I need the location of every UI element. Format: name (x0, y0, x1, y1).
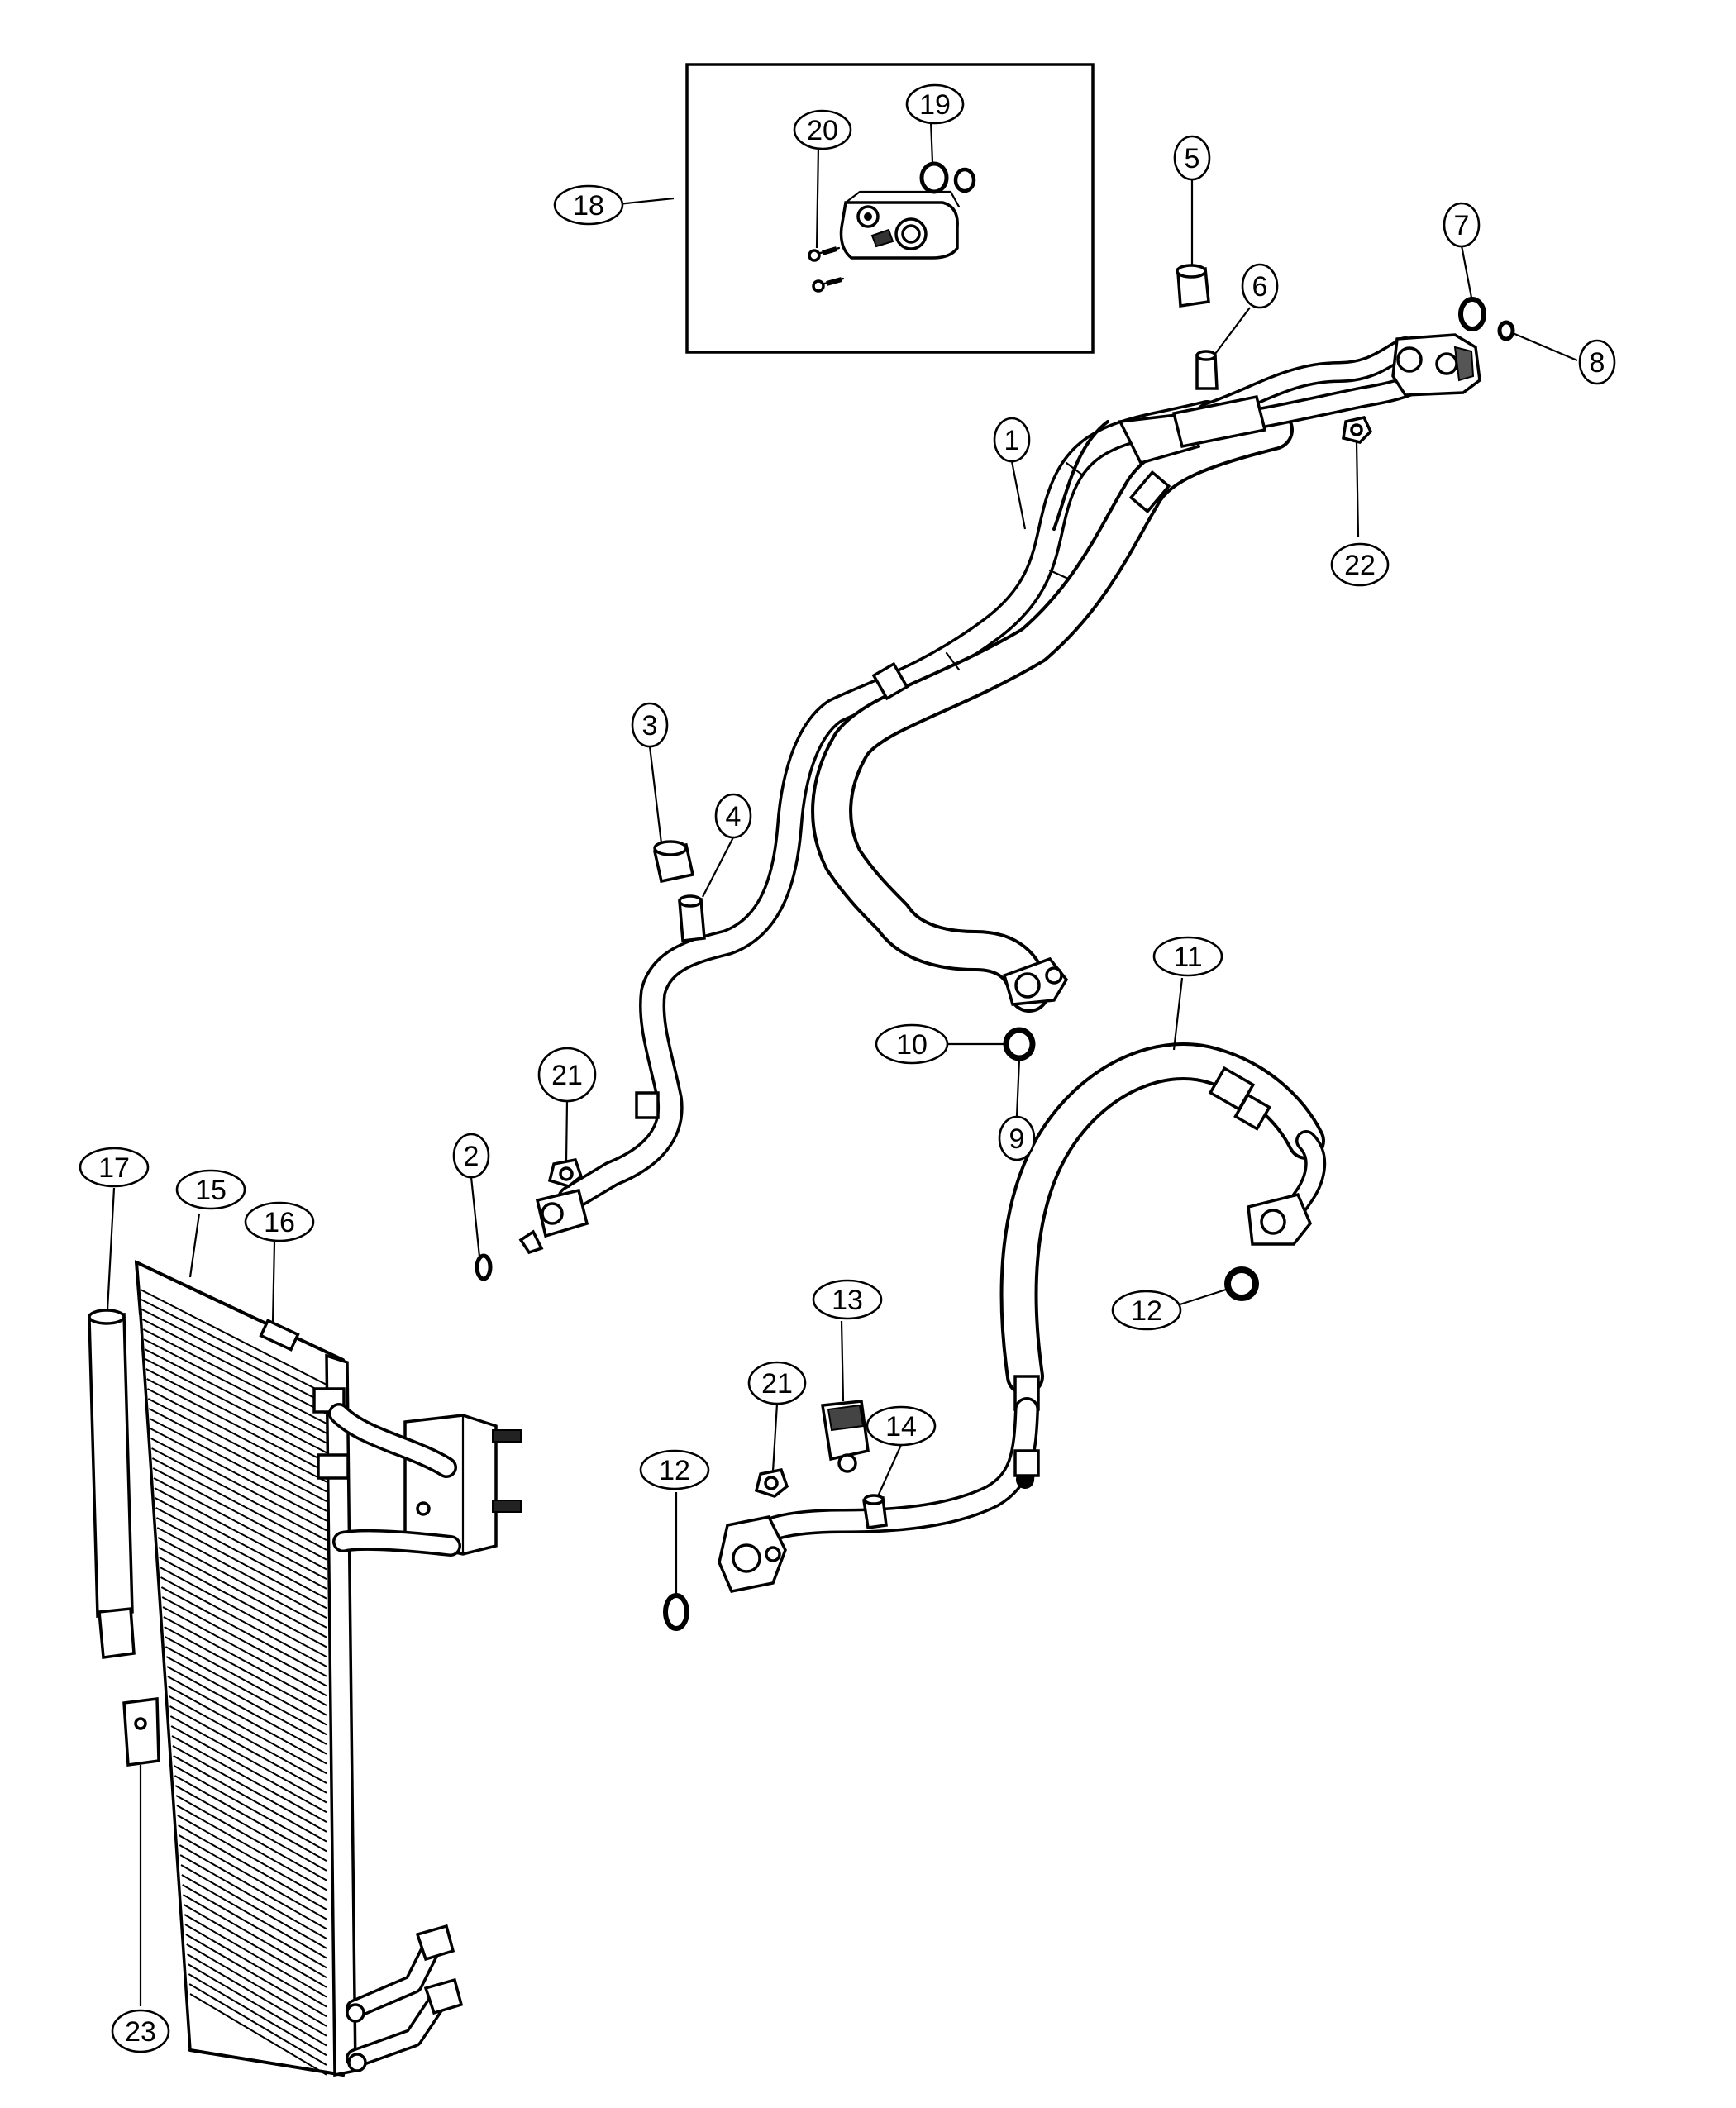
callout-5: 5 (1173, 135, 1211, 181)
callout-6: 6 (1241, 263, 1279, 309)
callout-2: 2 (452, 1133, 490, 1179)
expansion-valve-inset (685, 63, 1095, 354)
callout-3: 3 (631, 702, 669, 748)
svg-text:2: 2 (464, 1141, 479, 1172)
svg-text:21: 21 (761, 1368, 793, 1400)
left-end-fitting (518, 1188, 589, 1255)
callout-10: 10 (875, 1023, 949, 1065)
callout-20: 20 (793, 109, 852, 150)
callouts: 1 2 3 4 5 6 7 8 9 10 11 12 12 13 14 15 1… (79, 83, 1616, 2053)
svg-text:10: 10 (896, 1029, 928, 1061)
svg-text:20: 20 (807, 115, 838, 146)
receiver-drier (88, 1309, 136, 1659)
o-ring-2 (475, 1253, 493, 1281)
main-hose-assembly (518, 333, 1481, 1255)
bracket-16 (259, 1319, 300, 1352)
callout-4: 4 (714, 793, 752, 839)
callout-23: 23 (111, 2009, 170, 2053)
discharge-hose-assembly (718, 1042, 1327, 1593)
right-end-fitting (1002, 956, 1069, 1006)
callout-19: 19 (905, 83, 965, 125)
nut-22 (1342, 415, 1373, 444)
expansion-valve (839, 190, 961, 260)
bracket-23 (122, 1697, 160, 1767)
svg-text:23: 23 (125, 2016, 156, 2048)
svg-text:17: 17 (98, 1152, 130, 1184)
svg-text:15: 15 (195, 1175, 227, 1206)
o-ring-7 (1458, 297, 1486, 331)
callout-1: 1 (993, 417, 1031, 463)
callout-22: 22 (1330, 542, 1390, 587)
callout-17: 17 (79, 1147, 150, 1188)
nut-21-upper (547, 1157, 584, 1188)
compressor-manifold (1391, 333, 1481, 397)
svg-text:1: 1 (1004, 425, 1020, 456)
callout-8: 8 (1578, 339, 1616, 385)
o-ring-8 (1497, 320, 1515, 341)
svg-text:18: 18 (573, 190, 604, 222)
svg-text:4: 4 (726, 801, 742, 832)
svg-text:19: 19 (919, 89, 951, 121)
svg-text:12: 12 (1131, 1295, 1162, 1327)
service-cap-3 (652, 840, 695, 884)
condenser (135, 1260, 522, 2077)
service-cap-5 (1176, 264, 1210, 308)
svg-text:7: 7 (1454, 210, 1470, 241)
screws (808, 246, 845, 293)
callout-18: 18 (553, 184, 624, 226)
svg-text:12: 12 (659, 1455, 690, 1486)
svg-text:21: 21 (551, 1060, 583, 1091)
callout-7: 7 (1443, 202, 1481, 248)
callout-15: 15 (175, 1169, 246, 1210)
o-ring-9 (1003, 1027, 1036, 1061)
callout-11: 11 (1152, 936, 1223, 977)
svg-text:13: 13 (832, 1285, 863, 1316)
svg-text:5: 5 (1185, 143, 1200, 174)
callout-21-upper: 21 (537, 1047, 597, 1103)
callout-9: 9 (998, 1115, 1036, 1161)
svg-text:6: 6 (1252, 271, 1268, 303)
nut-21-lower (754, 1467, 789, 1498)
svg-text:22: 22 (1344, 550, 1376, 581)
o-ring-pair (919, 161, 976, 194)
pressure-sensor-13 (820, 1400, 870, 1473)
svg-text:14: 14 (885, 1411, 917, 1443)
discharge-end-fitting (718, 1515, 787, 1593)
svg-text:16: 16 (264, 1207, 295, 1238)
callout-13: 13 (812, 1279, 883, 1320)
svg-text:8: 8 (1590, 347, 1605, 379)
condenser-fins (140, 1289, 327, 2076)
o-ring-12-right (1224, 1266, 1259, 1301)
callout-12-right: 12 (1111, 1290, 1182, 1331)
callout-16: 16 (244, 1201, 315, 1242)
svg-text:9: 9 (1009, 1123, 1025, 1155)
svg-text:11: 11 (1173, 942, 1202, 973)
o-ring-12-left (663, 1593, 689, 1631)
callout-14: 14 (866, 1405, 937, 1447)
svg-text:3: 3 (642, 710, 658, 742)
callout-21-lower: 21 (747, 1361, 807, 1405)
callout-12-left: 12 (639, 1449, 710, 1490)
